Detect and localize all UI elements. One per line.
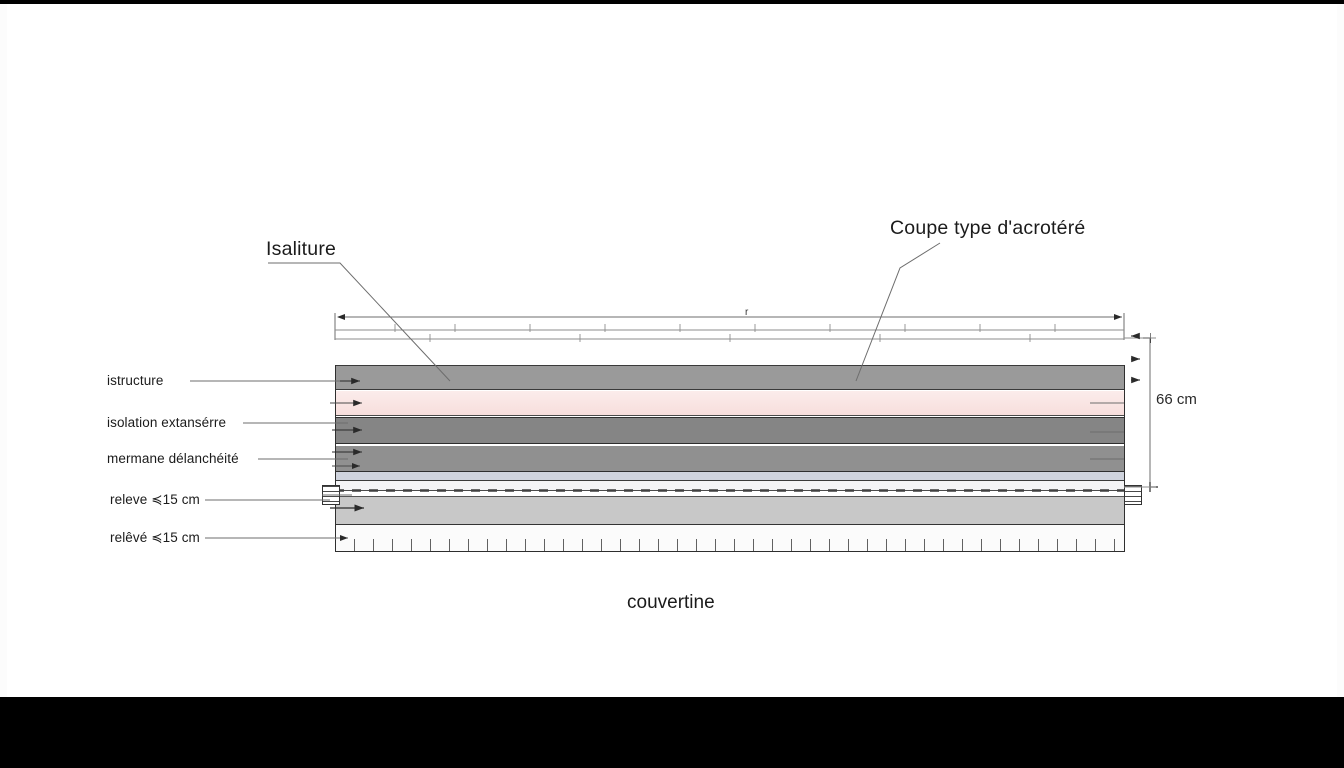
dimension-width-label: r — [745, 307, 749, 318]
acroterion-right-return — [1124, 485, 1142, 505]
callout-title-left: Isaliture — [266, 238, 337, 260]
label-releve-lower: relêvé ≼15 cm — [110, 530, 200, 545]
canvas-right-edge — [1337, 4, 1344, 697]
figure-caption: couvertine — [627, 592, 715, 613]
callout-title-right: Coupe type d'acrotéré — [890, 217, 1086, 239]
label-insulation: isolation extansérre — [107, 415, 227, 430]
layer-insulation — [335, 417, 1125, 444]
layer-roof-deck — [335, 365, 1125, 390]
masonry-offset-joints — [335, 539, 1125, 552]
section-right-outline — [1124, 365, 1125, 552]
layer-slope — [335, 391, 1125, 416]
section-left-outline — [335, 365, 336, 552]
label-structure: istructure — [107, 373, 164, 388]
dimension-height-label: 66 cm — [1156, 391, 1197, 408]
canvas-left-edge — [0, 4, 7, 697]
label-membrane: mermane délanchéité — [107, 451, 239, 466]
letterbox-bottom-bar — [0, 697, 1344, 768]
layer-screed — [335, 491, 1125, 497]
layer-vapour-barrier — [335, 472, 1125, 481]
label-releve-upper: releve ≼15 cm — [110, 492, 200, 507]
layer-membrane — [335, 446, 1125, 472]
acroterion-left-return — [322, 485, 340, 505]
layer-acroterion — [335, 497, 1125, 525]
separator-squiggle — [335, 489, 1125, 492]
letterbox-top-bar — [0, 0, 1344, 4]
